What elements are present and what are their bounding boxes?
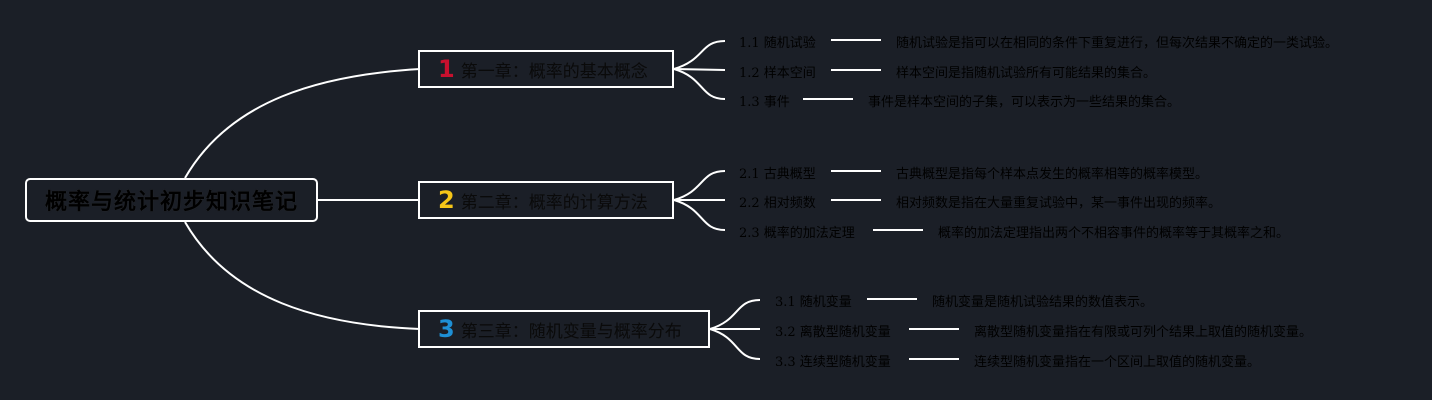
link-ch1-2 [673, 68, 726, 71]
chapter-3-label: 第三章：随机变量与概率分布 [460, 321, 682, 342]
chapter-1-label: 第一章：概率的基本概念 [460, 61, 648, 82]
item-1-2-label[interactable]: 1.2 样本空间 [739, 66, 816, 81]
link-ch1-3 [673, 68, 726, 100]
item-1-3-label[interactable]: 1.3 事件 [739, 95, 790, 110]
chapter-2-label: 第二章：概率的计算方法 [460, 192, 648, 213]
number-2-icon: 2 [438, 186, 455, 214]
item-3-1-label[interactable]: 3.1 随机变量 [775, 295, 852, 310]
chapter-2-node[interactable]: 2 第二章：概率的计算方法 [418, 181, 674, 219]
link-ch1-1 [673, 40, 726, 70]
link-ch2-1 [673, 170, 726, 201]
item-2-1-desc: 古典概型是指每个样本点发生的概率相等的概率模型。 [896, 167, 1209, 182]
link-ch2-3 [673, 199, 726, 231]
item-1-3-desc: 事件是样本空间的子集，可以表示为一些结果的集合。 [868, 95, 1181, 110]
item-3-1-desc: 随机变量是随机试验结果的数值表示。 [932, 295, 1154, 310]
item-2-1-label[interactable]: 2.1 古典概型 [739, 167, 816, 182]
item-2-2-desc: 相对频数是指在大量重复试验中，某一事件出现的频率。 [896, 196, 1222, 211]
item-3-2-desc: 离散型随机变量指在有限或可列个结果上取值的随机变量。 [974, 325, 1313, 340]
item-2-3-label[interactable]: 2.3 概率的加法定理 [739, 226, 855, 241]
chapter-3-node[interactable]: 3 第三章：随机变量与概率分布 [418, 310, 710, 348]
root-title: 概率与统计初步知识笔记 [44, 190, 298, 215]
link-ch3-1 [709, 299, 761, 330]
item-1-1-label[interactable]: 1.1 随机试验 [739, 36, 816, 51]
number-3-icon: 3 [438, 315, 455, 343]
number-1-icon: 1 [438, 55, 455, 83]
item-2-2-label[interactable]: 2.2 相对频数 [739, 196, 816, 211]
chapter-1-node[interactable]: 1 第一章：概率的基本概念 [418, 50, 674, 88]
link-ch3-3 [709, 328, 761, 360]
root-topic[interactable]: 概率与统计初步知识笔记 [25, 178, 318, 222]
link-root-ch3 [184, 221, 421, 330]
item-3-3-desc: 连续型随机变量指在一个区间上取值的随机变量。 [974, 355, 1261, 370]
item-1-2-desc: 样本空间是指随机试验所有可能结果的集合。 [896, 66, 1157, 81]
item-1-1-desc: 随机试验是指可以在相同的条件下重复进行，但每次结果不确定的一类试验。 [896, 36, 1339, 51]
item-3-3-label[interactable]: 3.3 连续型随机变量 [775, 355, 891, 370]
item-2-3-desc: 概率的加法定理指出两个不相容事件的概率等于其概率之和。 [938, 226, 1290, 241]
item-3-2-label[interactable]: 3.2 离散型随机变量 [775, 325, 891, 340]
link-root-ch1 [184, 68, 421, 179]
